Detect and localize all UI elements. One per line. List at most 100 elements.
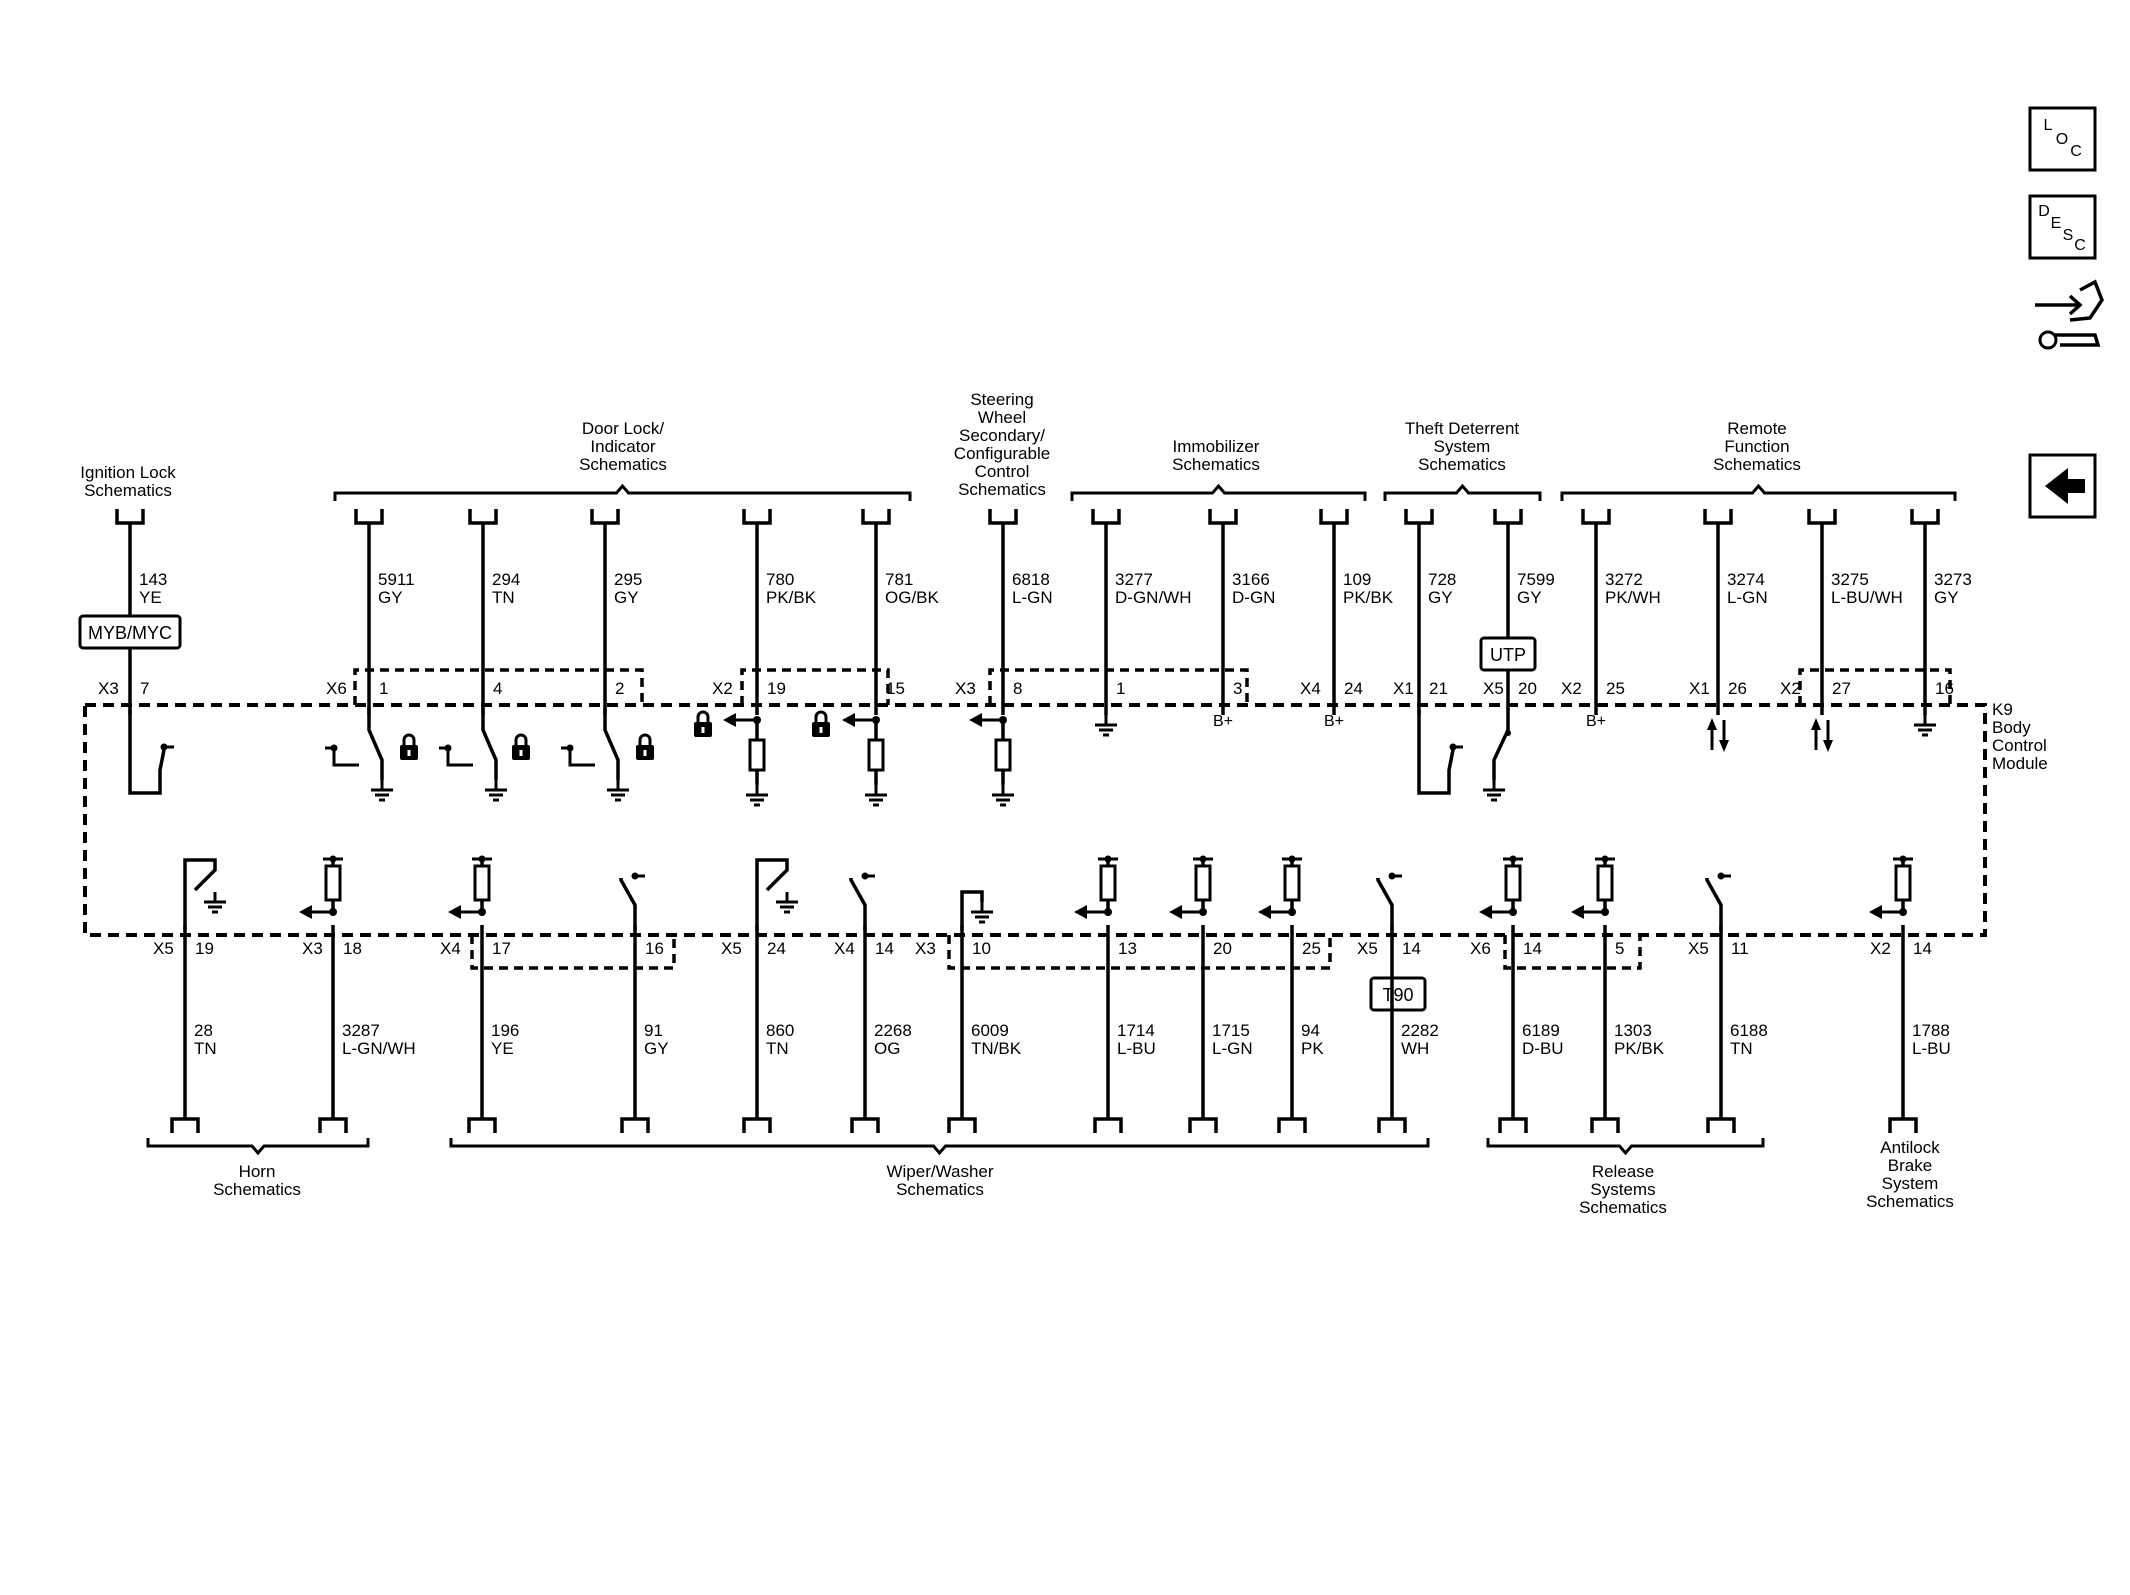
circuit-number: 28 xyxy=(194,1021,213,1040)
wire-color: GY xyxy=(378,588,403,607)
wire-color: D-GN xyxy=(1232,588,1275,607)
wire-color: D-GN/WH xyxy=(1115,588,1191,607)
wire-color: TN/BK xyxy=(971,1039,1022,1058)
loc-icon: LOC xyxy=(2028,106,2097,172)
junction-dot xyxy=(1104,908,1112,916)
pin-number: 15 xyxy=(886,679,905,698)
switch-contact xyxy=(1492,708,1510,780)
circuit-number: 3166 xyxy=(1232,570,1270,589)
lock-icon xyxy=(512,733,530,760)
resistor-icon xyxy=(1194,864,1212,902)
lock-icon xyxy=(812,710,830,737)
ground-icon xyxy=(992,785,1014,807)
car-outline xyxy=(2069,279,2104,322)
pin-number: 18 xyxy=(343,939,362,958)
pin-number: 21 xyxy=(1429,679,1448,698)
wire-color: OG xyxy=(874,1039,900,1058)
connector-label: X4 xyxy=(440,939,461,958)
pin-number: 8 xyxy=(1013,679,1022,698)
connector-label: X1 xyxy=(1689,679,1710,698)
resistor-icon xyxy=(1504,864,1522,902)
circuit-number: 196 xyxy=(491,1021,519,1040)
junction-dot xyxy=(478,855,486,863)
pin-number: 24 xyxy=(1344,679,1363,698)
junction-dot xyxy=(1199,855,1207,863)
resistor-icon xyxy=(1596,864,1614,902)
connector-pin xyxy=(1498,1117,1528,1133)
lock-icon xyxy=(400,733,418,760)
arrow-left-icon xyxy=(1258,905,1271,919)
ground-icon xyxy=(1914,715,1936,737)
arrow-right xyxy=(2035,294,2083,316)
wire-color: PK xyxy=(1301,1039,1324,1058)
connector-label: X4 xyxy=(1300,679,1321,698)
connector-label: X1 xyxy=(1393,679,1414,698)
supply-label: B+ xyxy=(1324,713,1344,730)
icon-letter: O xyxy=(2056,131,2068,148)
wrench-head xyxy=(2038,330,2058,350)
pin-number: 26 xyxy=(1728,679,1747,698)
group-brace xyxy=(333,483,912,501)
connector-label: X5 xyxy=(1357,939,1378,958)
connector-label: X6 xyxy=(1470,939,1491,958)
lock-icon xyxy=(694,710,712,737)
resistor-icon xyxy=(1283,864,1301,902)
pin-number: 20 xyxy=(1518,679,1537,698)
connector-pin xyxy=(1277,1117,1307,1133)
pin-number: 4 xyxy=(493,679,502,698)
module-boundary xyxy=(83,703,1987,937)
brace-line xyxy=(1560,483,1957,501)
circuit-number: 1788 xyxy=(1912,1021,1950,1040)
connector-pin xyxy=(354,509,384,525)
switch-pivot xyxy=(444,744,452,752)
ground-icon xyxy=(865,785,887,807)
junction-dot xyxy=(329,908,337,916)
wire-color: L-GN xyxy=(1012,588,1053,607)
resistor-icon xyxy=(994,738,1012,772)
connector-label: X2 xyxy=(712,679,733,698)
wire-color: TN xyxy=(194,1039,217,1058)
pin-number: 10 xyxy=(972,939,991,958)
pin-number: 27 xyxy=(1832,679,1851,698)
pin-number: 11 xyxy=(1731,939,1749,958)
circuit-number: 728 xyxy=(1428,570,1456,589)
connector-pin xyxy=(1706,1117,1736,1133)
pin-number: 3 xyxy=(1233,679,1242,698)
connector-pin xyxy=(468,509,498,525)
navigate-icon xyxy=(2035,279,2104,350)
switch-contact xyxy=(755,858,789,930)
wire-color: YE xyxy=(139,588,162,607)
pin-number: 19 xyxy=(195,939,214,958)
arrow-up-icon xyxy=(1707,718,1717,730)
pin-number: 5 xyxy=(1615,939,1624,958)
arrow-left-icon xyxy=(842,713,855,727)
connector-pin xyxy=(467,1117,497,1133)
junction-dot xyxy=(1288,908,1296,916)
icon-letter: C xyxy=(2070,143,2082,160)
connector-label: X2 xyxy=(1870,939,1891,958)
arrow-down-icon xyxy=(1719,740,1729,752)
junction-dot xyxy=(1601,855,1609,863)
switch-contact xyxy=(960,890,984,930)
switch-contact xyxy=(619,878,637,930)
arrow-left-icon xyxy=(969,713,982,727)
component-label: UTP xyxy=(1490,645,1526,665)
arrow-left-icon xyxy=(1479,905,1492,919)
